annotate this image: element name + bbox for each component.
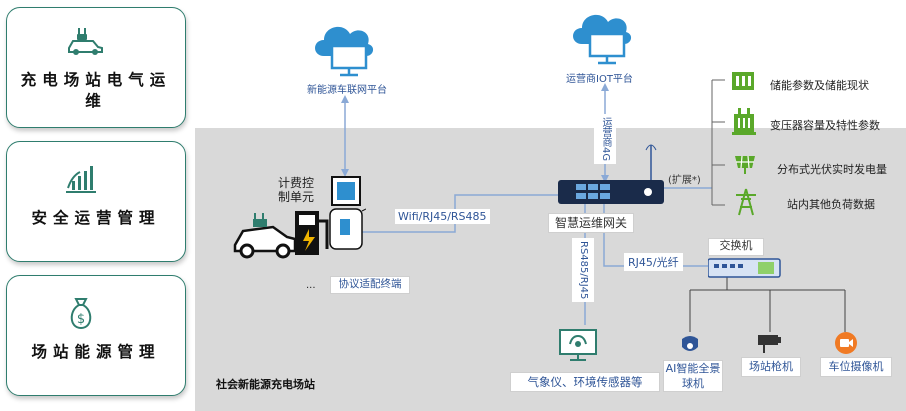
cloud-monitor-icon (315, 26, 374, 77)
switch-label: 交换机 (708, 238, 764, 256)
sensor-label: 气象仪、环境传感器等 (510, 372, 660, 392)
cloud-left-label: 新能源车联网平台 (307, 85, 387, 96)
card-title: 充电场站电气运维 (20, 71, 172, 110)
protocol-terminal-label: 协议适配终端 (330, 276, 410, 294)
camera-label: 场站枪机 (741, 357, 801, 377)
gateway-label: 智慧运维网关 (548, 213, 634, 233)
link-rj45-fiber-label: RJ45/光纤 (624, 253, 683, 271)
card-title: 安全运营管理 (31, 209, 161, 227)
ev-car-charger-icon (233, 211, 329, 259)
meter-unit-icon (329, 176, 366, 250)
solar-panel-icon (735, 155, 755, 174)
meter-label: 计费控 制单元 (278, 176, 315, 204)
bullet-camera-icon (758, 335, 781, 353)
link-rs485-label: RS485/RJ45 (572, 238, 594, 303)
expand-label: (扩展*) (668, 175, 701, 186)
card-energy-mgmt[interactable]: $ 场站能源管理 (6, 275, 186, 396)
battery-storage-icon (732, 72, 754, 90)
zone-label: 社会新能源充电场站 (216, 378, 315, 391)
dome-camera-icon (682, 336, 698, 351)
right-item-label: 分布式光伏实时发电量 (777, 163, 887, 176)
transformer-icon (732, 108, 756, 135)
car-charging-icon (68, 28, 103, 55)
camera-label: 车位摄像机 (820, 357, 892, 377)
link-wifi-label: Wifi/RJ45/RS485 (395, 209, 490, 224)
right-item-label: 站内其他负荷数据 (787, 198, 875, 211)
card-charging-ops[interactable]: 充电场站电气运维 (6, 7, 186, 128)
right-item-label: 储能参数及储能现状 (770, 79, 869, 92)
money-bag-icon: $ (70, 298, 92, 330)
sensor-monitor-icon (559, 329, 597, 361)
power-tower-icon (736, 188, 756, 216)
card-title: 场站能源管理 (31, 343, 161, 361)
gateway-device-icon (558, 180, 664, 204)
link-4g-label: 运营商4G (594, 114, 616, 165)
cloud-center-label: 运营商IOT平台 (566, 74, 633, 85)
signal-bars-icon (66, 166, 96, 193)
camera-label: AI智能全景球机 (663, 360, 723, 392)
ellipsis: ... (306, 280, 316, 291)
cloud-monitor-icon (573, 14, 632, 65)
card-safety-ops[interactable]: 安全运营管理 (6, 141, 186, 262)
camera-icon (835, 332, 857, 354)
switch-device-icon (708, 258, 781, 278)
right-item-label: 变压器容量及特性参数 (770, 119, 880, 132)
svg-text:$: $ (77, 312, 85, 327)
